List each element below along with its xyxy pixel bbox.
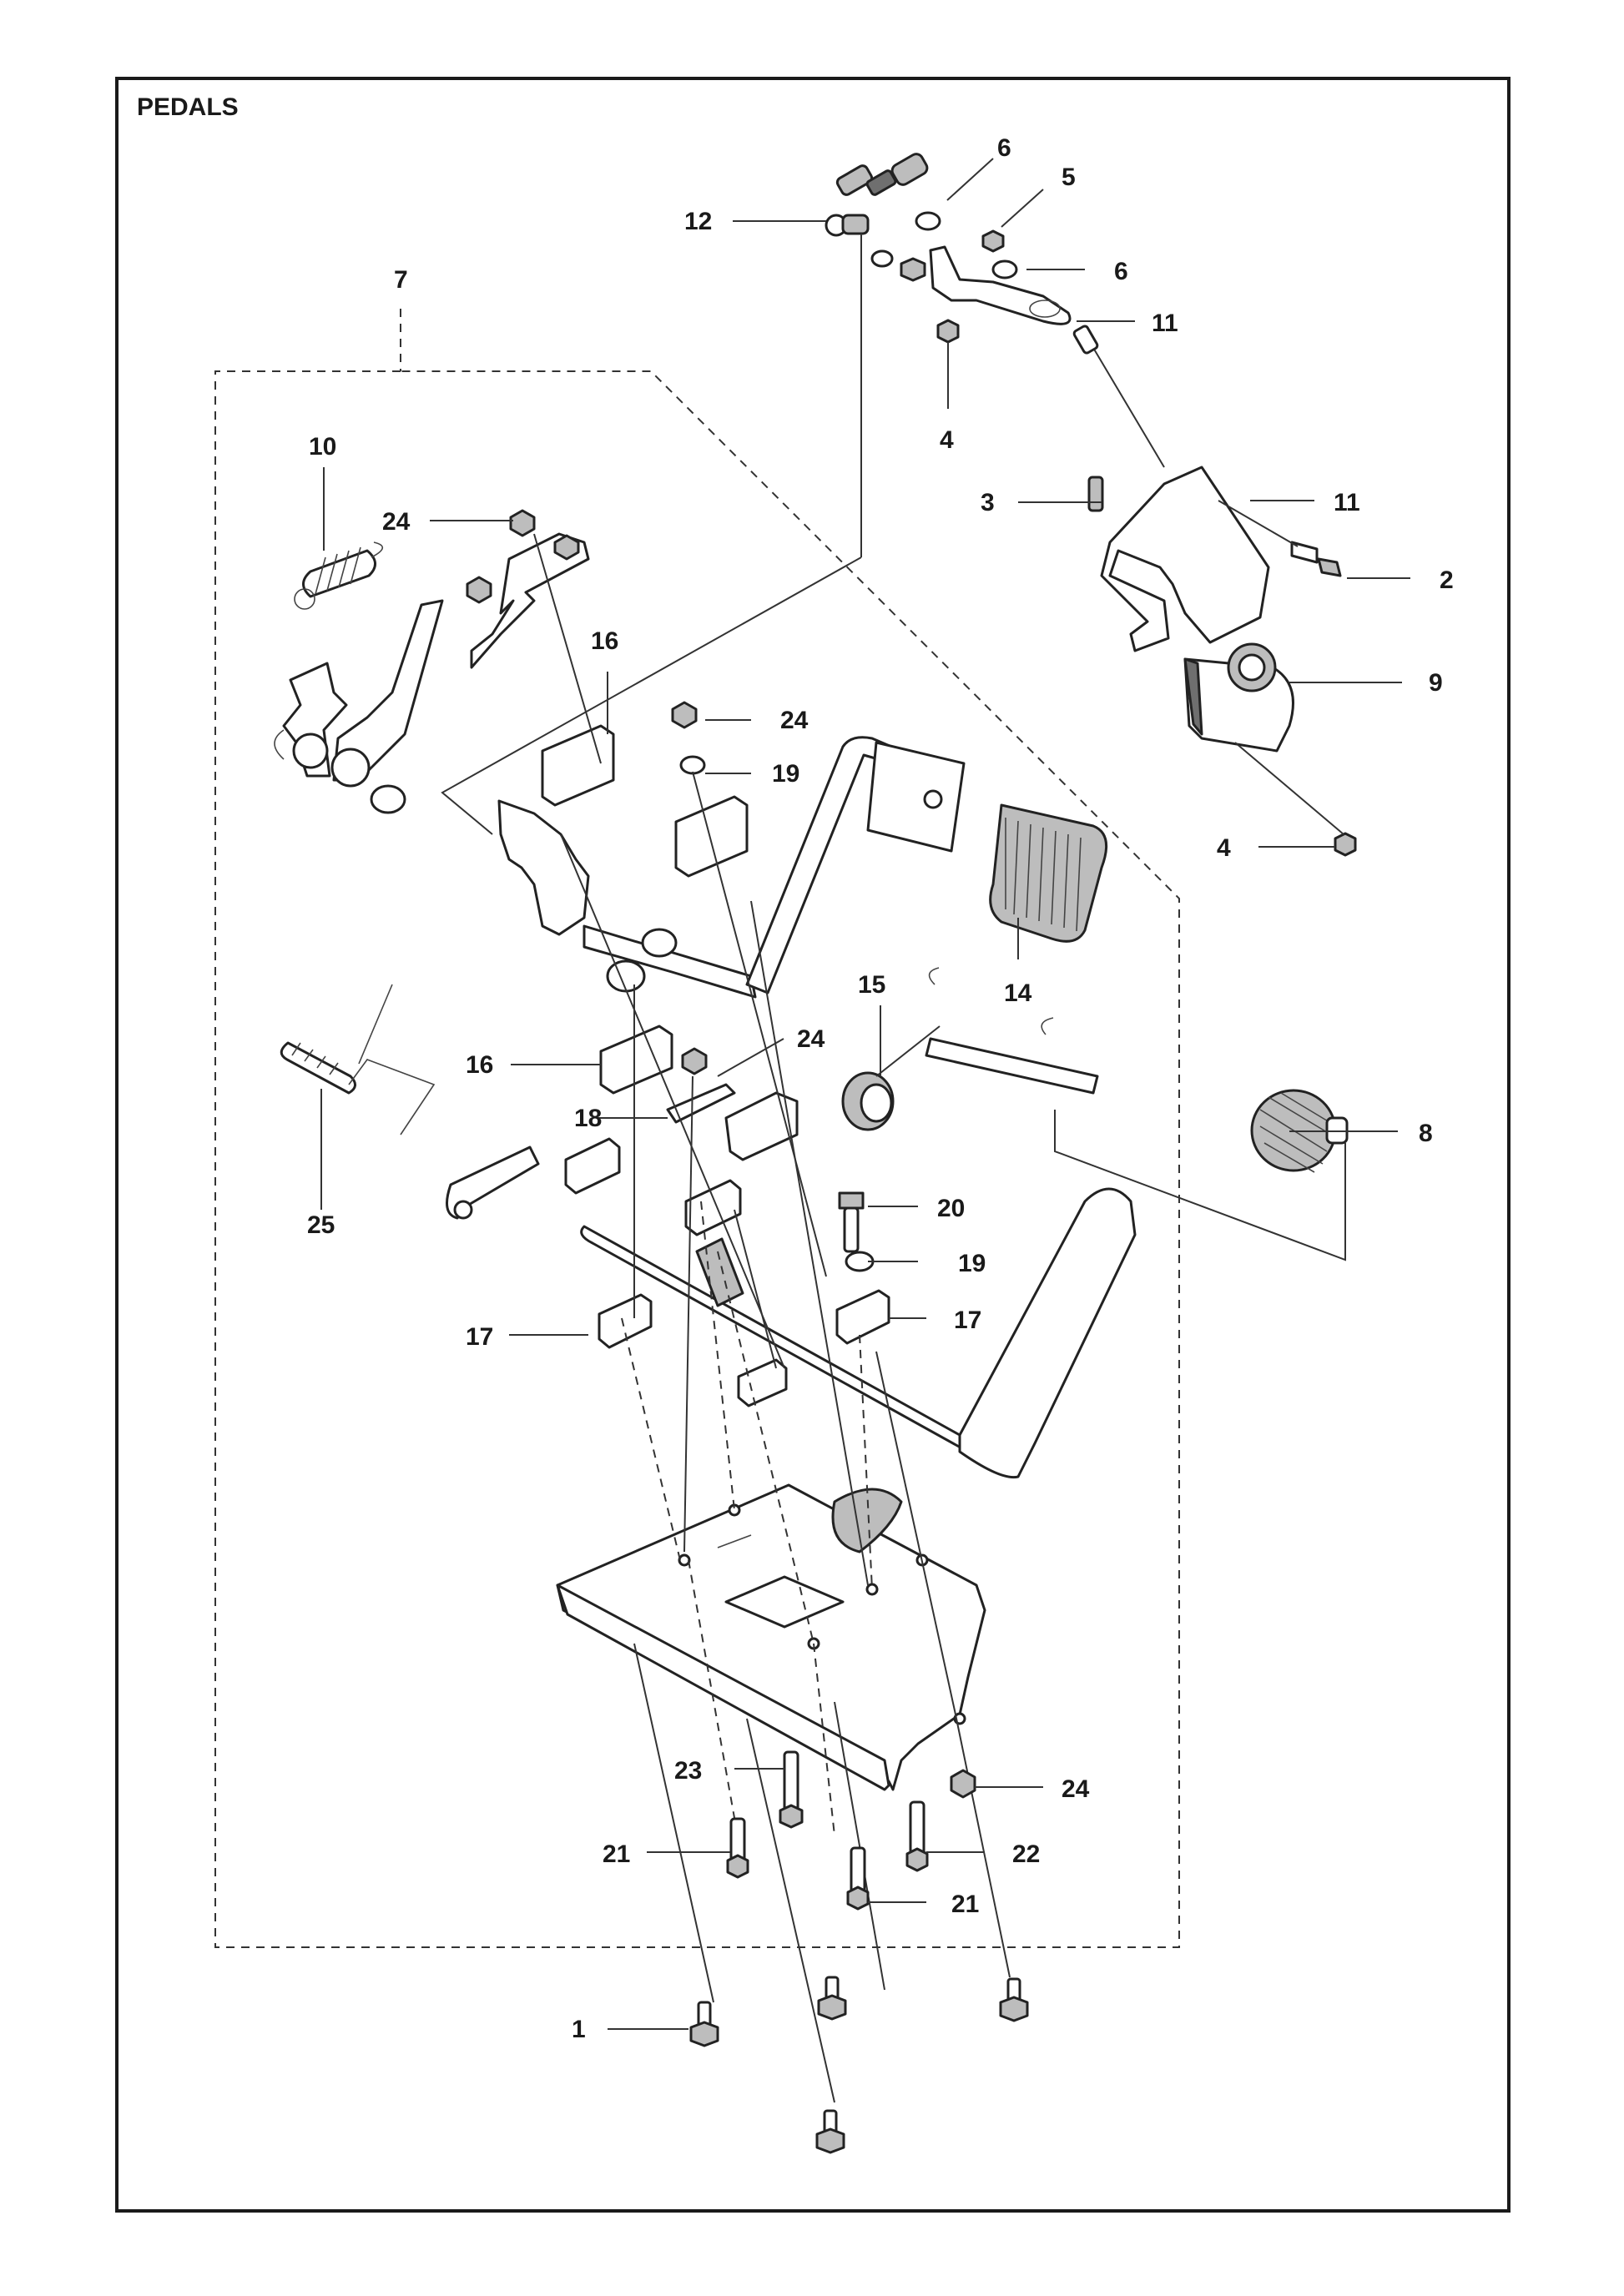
callout-20: 20	[937, 1195, 965, 1222]
pedal-pad-upper	[866, 741, 966, 853]
callout-12: 11	[1152, 310, 1178, 337]
nut-24-b	[671, 701, 698, 729]
bolt-1-d	[815, 2109, 845, 2154]
callout-24-a: 24	[382, 508, 411, 536]
callout-24-d: 24	[1062, 1775, 1090, 1803]
block-16-mid	[674, 795, 749, 878]
washer-6-top	[915, 211, 941, 231]
callout-7: 7	[394, 266, 408, 294]
bolt-1-b	[817, 1976, 847, 2021]
page-title: PEDALS	[137, 93, 239, 121]
clip-17-left	[598, 1293, 653, 1349]
callout-24-c: 24	[797, 1025, 825, 1053]
washer-19-a	[679, 755, 706, 775]
nut-24-c	[681, 1047, 708, 1075]
callout-4-lower: 4	[1217, 834, 1231, 862]
nut-24-d	[950, 1769, 976, 1799]
callout-23: 23	[674, 1757, 702, 1785]
block-16-lower	[599, 1025, 673, 1095]
screw-2	[1317, 557, 1342, 577]
callout-24-b: 24	[780, 707, 809, 734]
callout-5: 5	[1062, 164, 1076, 191]
callout-3: 3	[981, 489, 995, 516]
spring-25	[280, 984, 436, 1135]
switch-9	[1183, 642, 1294, 753]
nut-4-lower	[1334, 832, 1357, 857]
callout-19-lower: 19	[958, 1250, 986, 1277]
nut-4-upper	[936, 319, 960, 344]
pedal-14	[989, 803, 1108, 943]
nut-24-a	[509, 509, 536, 537]
callout-16-upper: 16	[591, 627, 618, 655]
screw-3	[1087, 476, 1104, 512]
callout-21-right: 21	[951, 1891, 979, 1918]
callout-16-lower: 16	[466, 1051, 493, 1079]
callout-25: 25	[307, 1211, 335, 1239]
callout-8: 8	[1419, 1120, 1433, 1147]
bolt-21-right	[846, 1846, 870, 1911]
callout-1: 1	[572, 2016, 586, 2043]
callout-10: 10	[309, 433, 336, 461]
bushing	[370, 784, 406, 814]
bolt-21-left	[726, 1817, 749, 1879]
bracket-11	[1100, 466, 1270, 652]
callout-13: 12	[684, 208, 712, 235]
callout-17-left: 17	[466, 1323, 493, 1351]
callout-4-upper: 4	[940, 426, 954, 454]
clip-17-right	[835, 1289, 890, 1345]
block-16-upper	[541, 724, 615, 807]
bolt-1-c	[999, 1977, 1029, 2022]
rod-end-13	[825, 153, 929, 237]
bolt-22	[905, 1800, 929, 1872]
callout-17-right: 17	[954, 1307, 981, 1334]
pedal-rod-lower	[580, 1225, 971, 1453]
assembly-7-boundary	[214, 370, 1180, 1948]
plate-18	[666, 1083, 736, 1124]
callout-6-top: 6	[997, 134, 1011, 162]
lever-12	[929, 245, 1072, 325]
washer-6-right	[991, 259, 1018, 279]
callout-19-upper: 19	[772, 760, 799, 788]
drawing-frame	[115, 77, 1511, 2213]
callout-21-left: 21	[603, 1840, 630, 1868]
bolt-23	[779, 1750, 804, 1829]
callout-18: 18	[574, 1105, 602, 1132]
bolt-1-a	[689, 2001, 719, 2047]
callout-9: 9	[1429, 669, 1443, 697]
callout-15: 15	[858, 971, 885, 999]
callout-14: 14	[1004, 979, 1032, 1007]
callout-6-right: 6	[1114, 258, 1128, 285]
nut-5	[981, 229, 1005, 253]
bolt-20	[838, 1191, 865, 1210]
shaft	[925, 1037, 1099, 1095]
callout-22: 22	[1012, 1840, 1040, 1868]
callout-2: 2	[1440, 566, 1454, 594]
callout-11: 11	[1334, 489, 1360, 516]
spring-10	[294, 541, 384, 610]
